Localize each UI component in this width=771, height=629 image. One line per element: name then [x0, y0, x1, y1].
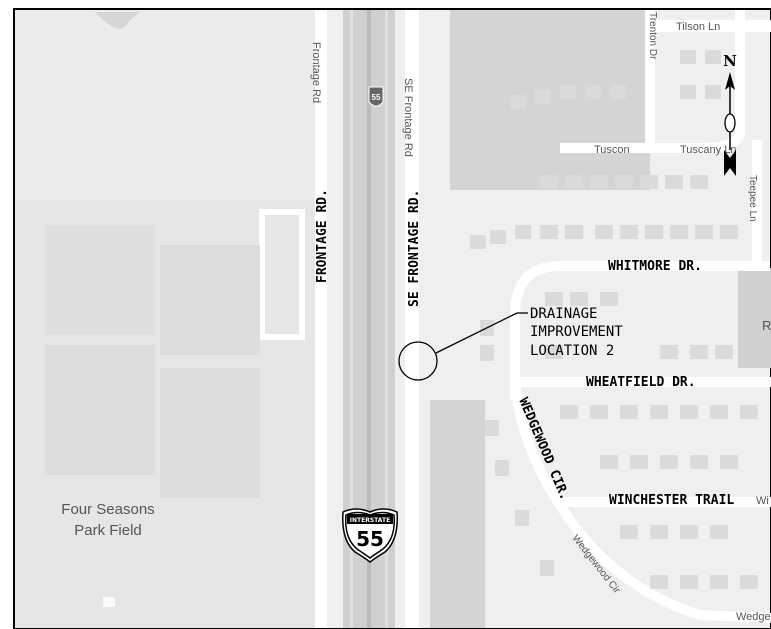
north-arrow: N [723, 52, 737, 176]
label-wi-partial: Wi [756, 495, 769, 507]
label-park-line1: Four Seasons [61, 501, 154, 518]
field-1 [160, 245, 260, 355]
label-wedgew: Wedgew [736, 611, 771, 623]
shield-top-text: INTERSTATE [350, 517, 390, 524]
wheatfield-dr-road [515, 377, 771, 387]
frontage-road-east [405, 10, 419, 628]
interstate-55-shield: INTERSTATE 55 [342, 508, 398, 563]
label-tuscon: Tuscon [594, 144, 630, 156]
field-4 [45, 225, 155, 335]
callout-leader [435, 312, 518, 354]
field-2 [160, 368, 260, 498]
label-winchester-trail: WINCHESTER TRAIL [609, 493, 734, 508]
label-tuscany-ln: Tuscany Ln [680, 144, 736, 156]
north-label: N [723, 52, 737, 70]
house-blocks [470, 50, 758, 589]
callout-line-2: IMPROVEMENT [530, 324, 623, 340]
small-interstate-shield: 55 [368, 86, 384, 107]
label-se-frontage-rd-base: SE Frontage Rd [402, 78, 414, 157]
label-teepee-ln: Teepee Ln [747, 175, 758, 222]
label-trenton-dr: Trenton Dr [647, 12, 658, 60]
callout-circle [398, 341, 438, 381]
label-wheatfield-dr: WHEATFIELD DR. [586, 375, 696, 390]
callout-line-1: DRAINAGE [530, 306, 597, 322]
label-frontage-rd: FRONTAGE RD. [315, 189, 330, 283]
dark-lot-2 [430, 400, 485, 628]
label-frontage-rd-base: Frontage Rd [310, 42, 322, 103]
field-3 [45, 345, 155, 475]
wedgewood-cir-road [510, 379, 771, 623]
tuscon-road [560, 10, 745, 153]
label-whitmore-dr: WHITMORE DR. [608, 259, 702, 274]
park-top-strip [15, 10, 315, 200]
callout-line-3: LOCATION 2 [530, 343, 614, 359]
winchester-trail-road [560, 497, 771, 507]
label-r-partial: R [762, 318, 771, 333]
label-se-frontage-rd: SE FRONTAGE RD. [407, 190, 422, 307]
highway-median [367, 10, 371, 628]
highway-shoulder-e [385, 10, 388, 628]
teepee-ln-road [752, 140, 762, 270]
frontage-road-west [315, 10, 327, 628]
small-marker [103, 597, 115, 607]
drainage-callout: DRAINAGE IMPROVEMENT LOCATION 2 [398, 306, 623, 381]
label-park-line2: Park Field [74, 522, 142, 539]
whitmore-dr-road [510, 261, 770, 400]
parking-lot [259, 209, 305, 340]
trenton-dr-road [645, 10, 655, 150]
label-tilson-ln: Tilson Ln [676, 21, 720, 33]
pond-shape [95, 12, 140, 29]
highway-shoulder-w [350, 10, 353, 628]
right-building [738, 268, 771, 368]
shield-number: 55 [356, 527, 384, 551]
svg-text:55: 55 [372, 93, 381, 102]
